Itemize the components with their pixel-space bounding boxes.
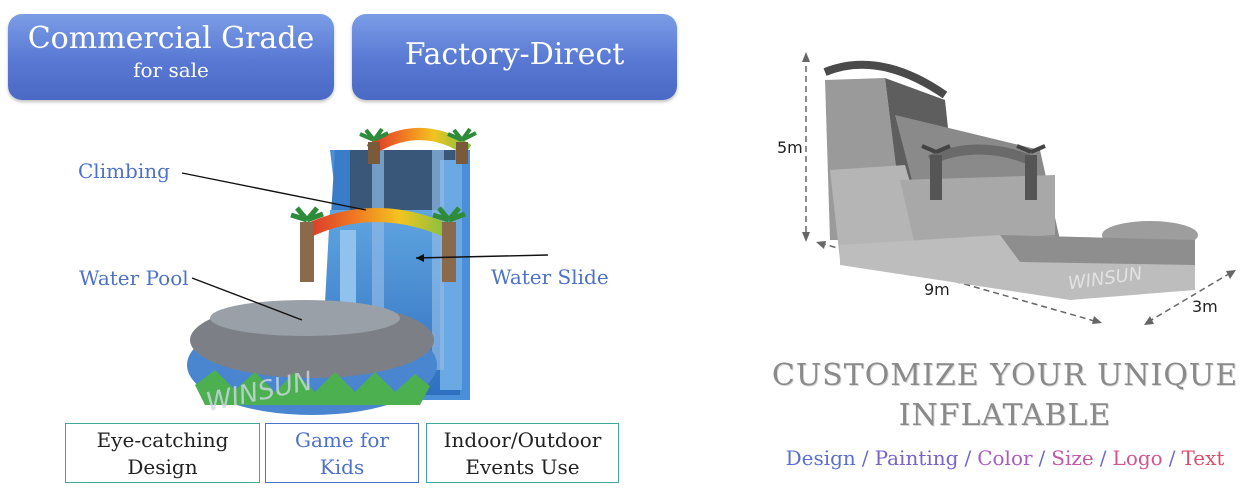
feature-eye-catching-design: Eye-catching Design xyxy=(65,423,260,483)
customize-heading-line-2: INFLATABLE xyxy=(898,398,1112,433)
factory-direct-title: Factory-Direct xyxy=(404,37,625,72)
customization-options: Design/Painting/Color/Size/Logo/Text xyxy=(760,446,1245,470)
option-separator: / xyxy=(1038,446,1046,470)
option-separator: / xyxy=(1099,446,1107,470)
option-separator: / xyxy=(1168,446,1176,470)
feature-line-2: Design xyxy=(127,455,198,479)
option-separator: / xyxy=(861,446,869,470)
option-painting: Painting xyxy=(874,446,959,470)
length-dimension-label: 9m xyxy=(924,280,950,299)
feature-line-2: Kids xyxy=(319,455,365,479)
feature-line-1: Eye-catching xyxy=(96,428,229,452)
customize-heading-line-1: CUSTOMIZE YOUR UNIQUE xyxy=(771,358,1239,393)
option-design: Design xyxy=(785,446,856,470)
feature-game-for-kids: Game for Kids xyxy=(265,423,419,483)
feature-line-2: Events Use xyxy=(465,455,580,479)
water-pool-label: Water Pool xyxy=(79,266,189,290)
height-dimension-label: 5m xyxy=(777,138,803,157)
feature-indoor-outdoor-events: Indoor/Outdoor Events Use xyxy=(426,423,619,483)
feature-line-1: Game for xyxy=(294,428,390,452)
for-sale-subtitle: for sale xyxy=(133,58,209,82)
factory-direct-banner: Factory-Direct xyxy=(352,14,677,100)
option-size: Size xyxy=(1051,446,1094,470)
commercial-grade-banner: Commercial Grade for sale xyxy=(8,14,334,100)
option-logo: Logo xyxy=(1112,446,1163,470)
water-slide-label: Water Slide xyxy=(491,265,609,289)
feature-line-1: Indoor/Outdoor xyxy=(443,428,602,452)
option-color: Color xyxy=(977,446,1033,470)
option-text: Text xyxy=(1181,446,1225,470)
climbing-label: Climbing xyxy=(78,159,170,183)
width-dimension-label: 3m xyxy=(1192,297,1218,316)
option-separator: / xyxy=(964,446,972,470)
commercial-grade-title: Commercial Grade xyxy=(27,21,315,56)
